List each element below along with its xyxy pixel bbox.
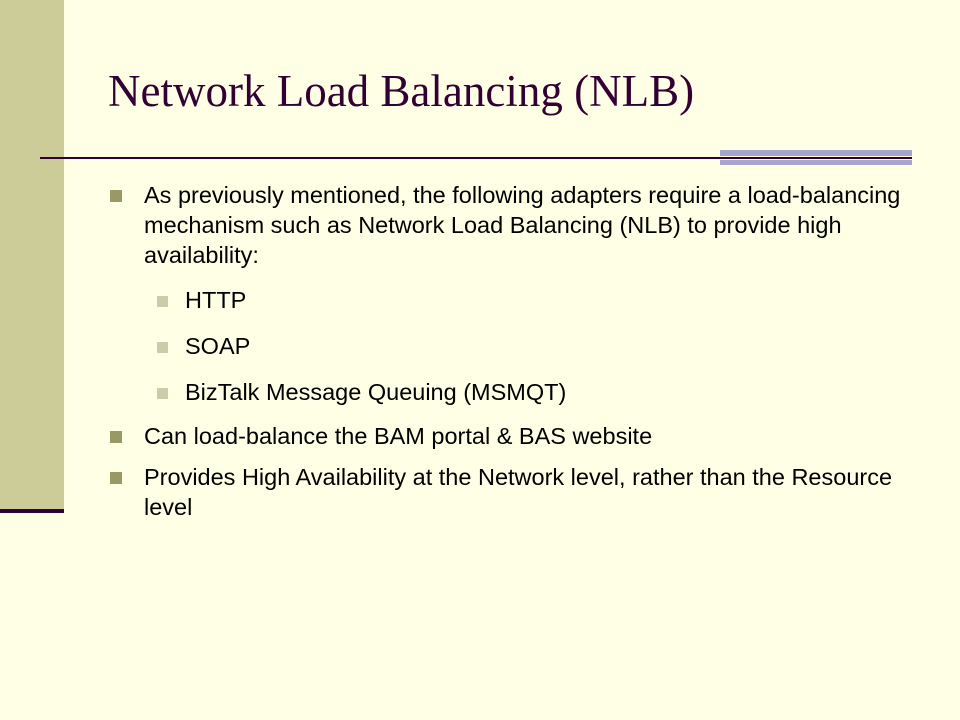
square-sub-bullet-icon [157, 388, 168, 399]
sub-bullet-text: SOAP [185, 333, 251, 359]
slide-body: As previously mentioned, the following a… [106, 180, 926, 533]
square-bullet-icon [110, 431, 122, 443]
left-decorative-band [0, 0, 64, 512]
sub-bullet-text: HTTP [185, 287, 247, 313]
sub-bullet-text: BizTalk Message Queuing (MSMQT) [185, 379, 567, 405]
bullet-item: As previously mentioned, the following a… [106, 180, 926, 270]
bullet-item: Provides High Availability at the Networ… [106, 462, 926, 522]
slide-title: Network Load Balancing (NLB) [108, 66, 695, 116]
bullet-text: Can load-balance the BAM portal & BAS we… [144, 423, 653, 449]
left-band-underline [0, 509, 64, 513]
bullet-item: Can load-balance the BAM portal & BAS we… [106, 421, 926, 451]
square-sub-bullet-icon [157, 296, 168, 307]
sub-bullet-item: BizTalk Message Queuing (MSMQT) [106, 377, 926, 407]
title-divider-accent-upper [720, 150, 912, 156]
square-bullet-icon [110, 472, 122, 484]
bullet-text: As previously mentioned, the following a… [144, 182, 901, 268]
sub-bullet-item: SOAP [106, 331, 926, 361]
square-bullet-icon [110, 190, 122, 202]
title-divider-line [40, 157, 912, 159]
sub-bullet-item: HTTP [106, 285, 926, 315]
square-sub-bullet-icon [157, 342, 168, 353]
title-divider-accent-lower [720, 160, 912, 165]
bullet-text: Provides High Availability at the Networ… [144, 464, 893, 520]
